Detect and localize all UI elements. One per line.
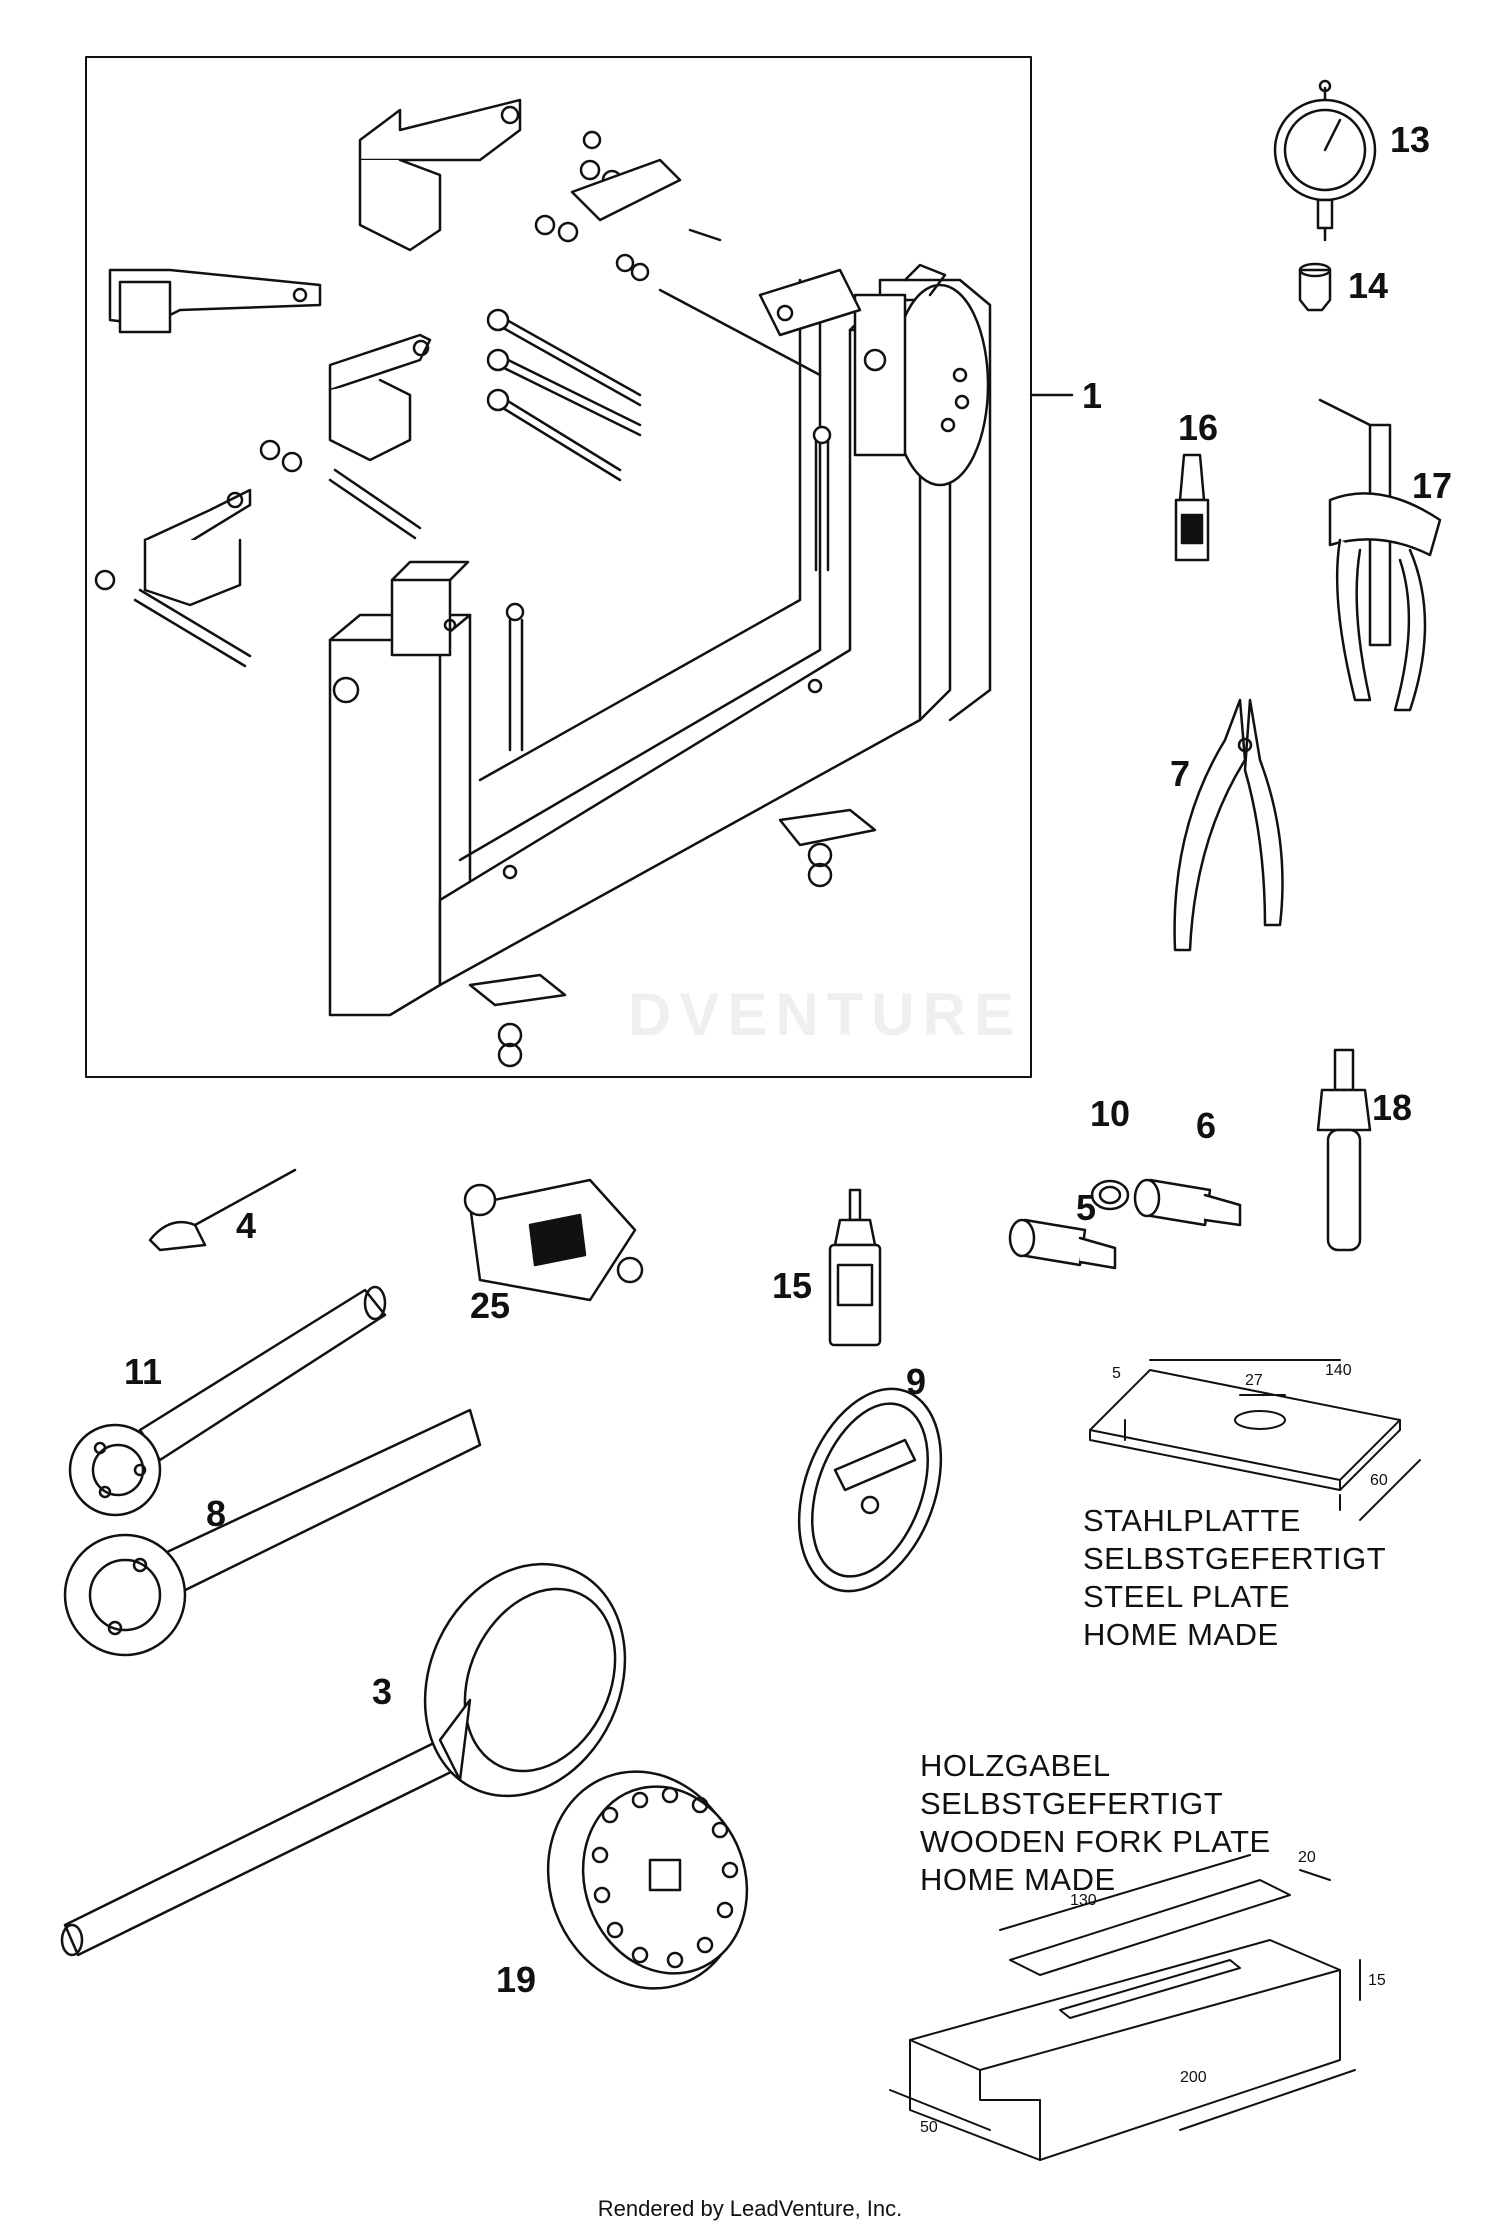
brackets [108,98,522,607]
callout-6: 6 [1196,1105,1216,1146]
callout-25: 25 [470,1285,510,1326]
callout-15: 15 [772,1265,812,1306]
callout-17: 17 [1412,465,1452,506]
flywheel-puller [546,1770,749,1990]
note-line: SELBSTGEFERTIGT [1083,1541,1386,1576]
bolts [133,228,832,752]
bushing [1090,1179,1130,1211]
steel-plate-dims: 5 27 140 60 [1112,1362,1388,1489]
callouts: 1 13 14 16 17 7 10 6 5 18 4 25 15 11 9 8… [124,119,1452,2000]
note-line: HOME MADE [1083,1617,1279,1652]
bearing-puller [1318,398,1442,712]
note-line: STEEL PLATE [1083,1579,1290,1614]
loctite-bottle-small [1174,453,1210,562]
adapter-plate [758,263,990,487]
circlip-pliers [1173,698,1284,952]
dim-slot: 130 [1070,1892,1097,1909]
callout-19: 19 [496,1959,536,2000]
callout-5: 5 [1076,1187,1096,1228]
loctite-bottle [828,1188,882,1347]
dim-length-200: 200 [1180,2069,1207,2086]
holding-wrench-8 [63,1408,482,1657]
degree-wheel [797,1387,943,1593]
note-line: SELBSTGEFERTIGT [920,1786,1223,1821]
wooden-fork-plate-note: HOLZGABEL SELBSTGEFERTIGT WOODEN FORK PL… [920,1748,1271,1897]
dim-width: 60 [1370,1472,1388,1489]
callout-11: 11 [124,1351,162,1392]
callout-13: 13 [1390,119,1430,160]
callout-18: 18 [1372,1087,1412,1128]
dim-thickness: 5 [1112,1365,1121,1382]
dim-width-50: 50 [920,2119,938,2136]
steel-plate-note: STAHLPLATTE SELBSTGEFERTIGT STEEL PLATE … [1083,1503,1386,1652]
callout-16: 16 [1178,407,1218,448]
nuts-washers [94,130,877,1068]
clutch-tool [463,1178,644,1302]
wooden-fork-plate-drawing [889,1854,1361,2161]
extractor-6 [1133,1178,1242,1227]
engine-stand-group [85,56,1074,1078]
callout-14: 14 [1348,265,1388,306]
group-box [85,56,1032,1078]
note-line: WOODEN FORK PLATE [920,1824,1271,1859]
slide-hammer [1316,1048,1372,1252]
callout-7: 7 [1170,753,1190,794]
callout-4: 4 [236,1205,256,1246]
watermark: DVENTURE [627,981,1023,1048]
callout-1: 1 [1082,375,1102,416]
callout-9: 9 [906,1361,926,1402]
dial-gauge [1273,79,1377,242]
footer-credit: Rendered by LeadVenture, Inc. [597,2196,903,2221]
gauge-adapter [1298,262,1332,312]
dim-slot-width: 20 [1298,1849,1316,1866]
extractor-5 [1008,1218,1117,1270]
holding-wrench-11 [68,1285,387,1517]
callout-3: 3 [372,1671,392,1712]
steel-plate-drawing [1089,1359,1421,1521]
note-line: HOME MADE [920,1862,1116,1897]
dim-hole: 27 [1245,1372,1263,1389]
callout-8: 8 [206,1493,226,1534]
sprocket-holder [60,1562,627,1957]
spring-hook [148,1168,297,1252]
note-line: STAHLPLATTE [1083,1503,1301,1538]
dim-height: 15 [1368,1972,1386,1989]
dim-length: 140 [1325,1362,1352,1379]
callout-10: 10 [1090,1093,1130,1134]
fork-plate-dims: 130 20 15 200 50 [920,1849,1386,2136]
note-line: HOLZGABEL [920,1748,1111,1783]
